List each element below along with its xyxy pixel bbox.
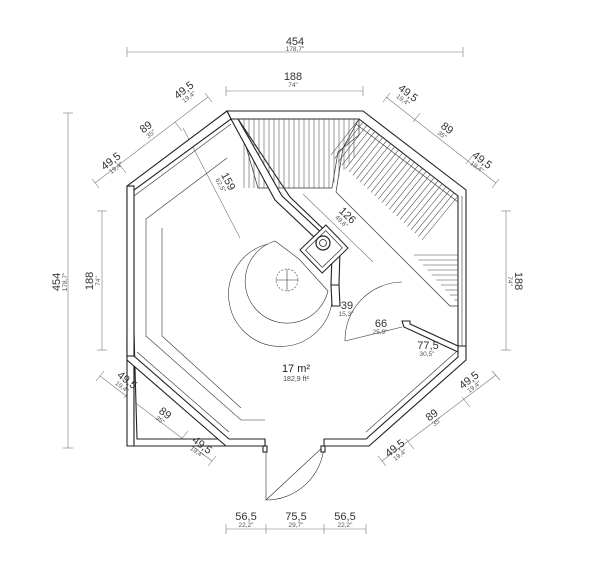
dim-lr-b-sub: 35" <box>431 416 443 428</box>
dim-top-width-main: 454 <box>286 36 304 48</box>
dim-ur-b-main: 89 <box>438 120 455 137</box>
dim-left-height-sub: 178,7" <box>62 272 69 291</box>
bench-left <box>145 157 265 421</box>
dimension-labels: 454 178,7" 188 74" 454 178,7" 188 74" 18… <box>51 36 524 529</box>
dim-bottom-left-main: 56,5 <box>235 511 256 523</box>
dim-door-66-sub: 25,9" <box>373 329 389 336</box>
dim-ul-b-sub: 35" <box>145 128 157 140</box>
dim-right-inner-main: 188 <box>512 272 524 290</box>
window-lines <box>133 123 459 433</box>
dim-bottom-left-sub: 22,2" <box>239 522 255 529</box>
dim-left-inner-main: 188 <box>84 272 96 290</box>
heater-zone <box>228 240 333 347</box>
dim-left-inner-sub: 74" <box>95 276 102 286</box>
dim-right-inner-sub: 74" <box>506 276 513 286</box>
dim-bottom-mid-sub: 29,7" <box>289 522 305 529</box>
interior-walls <box>230 118 459 501</box>
dim-seg-775-sub: 30,5" <box>420 351 436 358</box>
dim-ur-b-sub: 35" <box>436 130 448 142</box>
dim-ul-b-main: 89 <box>138 119 155 136</box>
dim-door-66-main: 66 <box>375 318 387 330</box>
dim-lr-b-main: 89 <box>424 407 441 424</box>
dim-left-height-main: 454 <box>51 273 63 291</box>
dim-top-width-sub: 178,7" <box>286 46 305 53</box>
area-label: 17 m² 182,9 ft² <box>282 363 310 383</box>
dim-wall-39-sub: 15,3" <box>339 311 355 318</box>
dimension-lines <box>63 47 511 534</box>
dim-ll-b-sub: 35" <box>154 415 166 427</box>
stove <box>299 224 349 274</box>
dim-seg-775-main: 77,5 <box>417 340 438 352</box>
dim-top-inner-main: 188 <box>284 71 302 83</box>
dim-ll-b-main: 89 <box>156 405 173 422</box>
outer-walls <box>126 110 467 447</box>
area-imperial: 182,9 ft² <box>283 376 309 383</box>
area-metric: 17 m² <box>282 363 310 375</box>
dim-bottom-right-main: 56,5 <box>334 511 355 523</box>
dim-top-inner-sub: 74" <box>288 82 298 89</box>
dim-wall-39-main: 39 <box>341 300 353 312</box>
dim-bottom-right-sub: 22,2" <box>338 522 354 529</box>
dim-bottom-mid-main: 75,5 <box>285 511 306 523</box>
